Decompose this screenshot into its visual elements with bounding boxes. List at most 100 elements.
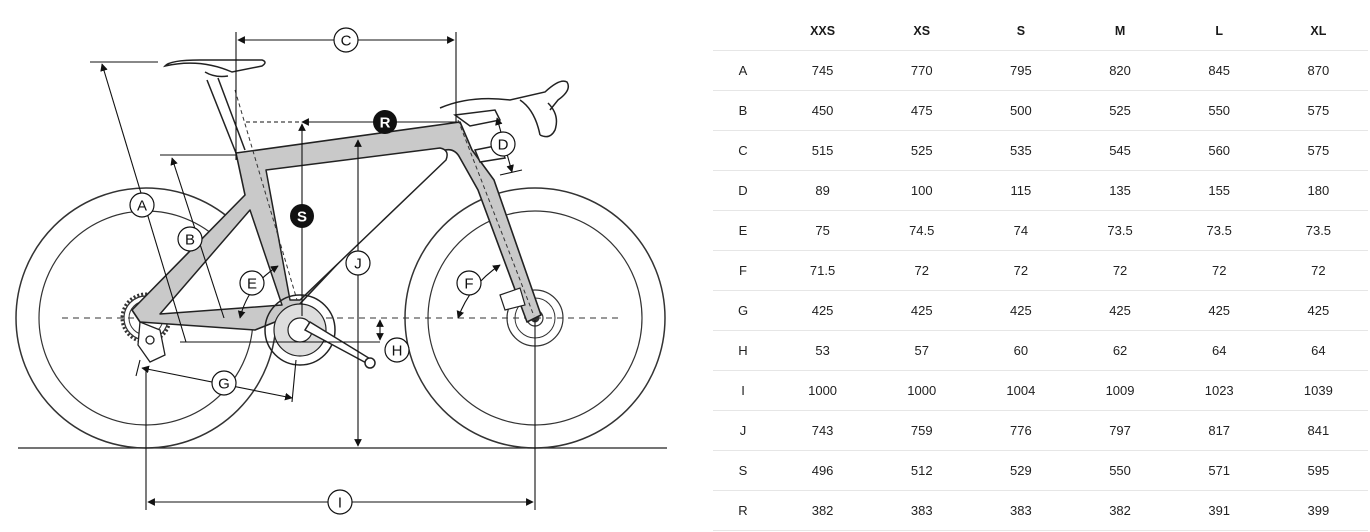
table-cell: 425 bbox=[773, 290, 873, 331]
label-j: J bbox=[345, 250, 371, 276]
rear-derailleur bbox=[137, 321, 166, 363]
table-cell: 1009 bbox=[1070, 370, 1170, 411]
svg-text:J: J bbox=[354, 256, 362, 273]
table-cell: 845 bbox=[1169, 50, 1269, 91]
column-header: XL bbox=[1268, 11, 1368, 51]
table-cell: 115 bbox=[971, 170, 1071, 211]
table-cell: 75 bbox=[773, 210, 873, 251]
row-label: E bbox=[713, 210, 773, 251]
table-cell: 571 bbox=[1169, 450, 1269, 491]
table-cell: 759 bbox=[872, 410, 972, 451]
column-header: S bbox=[971, 11, 1071, 51]
table-cell: 1023 bbox=[1169, 370, 1269, 411]
table-header-row: XXS XS S M L XL bbox=[713, 11, 1368, 51]
table-cell: 545 bbox=[1070, 130, 1170, 171]
svg-text:F: F bbox=[464, 276, 473, 293]
svg-text:A: A bbox=[137, 198, 147, 215]
table-cell: 496 bbox=[773, 450, 873, 491]
column-header: M bbox=[1070, 11, 1170, 51]
column-header: XS bbox=[872, 11, 972, 51]
label-c: C bbox=[333, 27, 359, 53]
row-label: A bbox=[713, 50, 773, 91]
row-label: J bbox=[713, 410, 773, 451]
table-cell: 72 bbox=[872, 250, 972, 291]
table-cell: 595 bbox=[1268, 450, 1368, 491]
table-cell: 180 bbox=[1268, 170, 1368, 211]
label-b: B bbox=[177, 226, 203, 252]
row-label: C bbox=[713, 130, 773, 171]
table-cell: 53 bbox=[773, 330, 873, 371]
column-header: L bbox=[1169, 11, 1269, 51]
table-cell: 383 bbox=[971, 490, 1071, 531]
table-cell: 797 bbox=[1070, 410, 1170, 451]
saddle bbox=[162, 59, 266, 154]
table-corner bbox=[713, 11, 773, 51]
svg-text:C: C bbox=[341, 33, 352, 50]
row-label: D bbox=[713, 170, 773, 211]
table-cell: 72 bbox=[1070, 250, 1170, 291]
table-cell: 515 bbox=[773, 130, 873, 171]
table-cell: 89 bbox=[773, 170, 873, 211]
table-cell: 745 bbox=[773, 50, 873, 91]
table-cell: 770 bbox=[872, 50, 972, 91]
table-cell: 73.5 bbox=[1268, 210, 1368, 251]
row-label: H bbox=[713, 330, 773, 371]
table-cell: 135 bbox=[1070, 170, 1170, 211]
table-cell: 64 bbox=[1169, 330, 1269, 371]
label-d: D bbox=[490, 131, 516, 157]
table-cell: 776 bbox=[971, 410, 1071, 451]
table-cell: 399 bbox=[1268, 490, 1368, 531]
table-cell: 795 bbox=[971, 50, 1071, 91]
table-cell: 425 bbox=[872, 290, 972, 331]
frame bbox=[131, 89, 542, 331]
table-cell: 529 bbox=[971, 450, 1071, 491]
row-label: B bbox=[713, 90, 773, 131]
row-label: S bbox=[713, 450, 773, 491]
label-g: G bbox=[211, 370, 237, 396]
table-cell: 74 bbox=[971, 210, 1071, 251]
row-label: G bbox=[713, 290, 773, 331]
table-cell: 575 bbox=[1268, 130, 1368, 171]
label-r: R bbox=[373, 110, 397, 134]
svg-text:E: E bbox=[247, 276, 257, 293]
table-cell: 500 bbox=[971, 90, 1071, 131]
table-cell: 1039 bbox=[1268, 370, 1368, 411]
table-cell: 450 bbox=[773, 90, 873, 131]
svg-text:H: H bbox=[392, 343, 403, 360]
table-cell: 425 bbox=[1070, 290, 1170, 331]
table-cell: 155 bbox=[1169, 170, 1269, 211]
bike-geometry-diagram: C R S A B E J F D H G I bbox=[15, 27, 667, 515]
table-cell: 72 bbox=[971, 250, 1071, 291]
table-cell: 383 bbox=[872, 490, 972, 531]
table-cell: 71.5 bbox=[773, 250, 873, 291]
table-cell: 73.5 bbox=[1169, 210, 1269, 251]
table-cell: 73.5 bbox=[1070, 210, 1170, 251]
table-cell: 820 bbox=[1070, 50, 1170, 91]
label-i: I bbox=[327, 489, 353, 515]
table-cell: 425 bbox=[1169, 290, 1269, 331]
table-cell: 743 bbox=[773, 410, 873, 451]
table-cell: 382 bbox=[773, 490, 873, 531]
table-cell: 382 bbox=[1070, 490, 1170, 531]
table-cell: 525 bbox=[872, 130, 972, 171]
table-cell: 62 bbox=[1070, 330, 1170, 371]
table-cell: 64 bbox=[1268, 330, 1368, 371]
table-cell: 425 bbox=[1268, 290, 1368, 331]
table-cell: 550 bbox=[1070, 450, 1170, 491]
label-a: A bbox=[129, 192, 155, 218]
table-cell: 74.5 bbox=[872, 210, 972, 251]
table-cell: 1004 bbox=[971, 370, 1071, 411]
table-cell: 391 bbox=[1169, 490, 1269, 531]
svg-text:R: R bbox=[380, 115, 391, 132]
table-cell: 475 bbox=[872, 90, 972, 131]
